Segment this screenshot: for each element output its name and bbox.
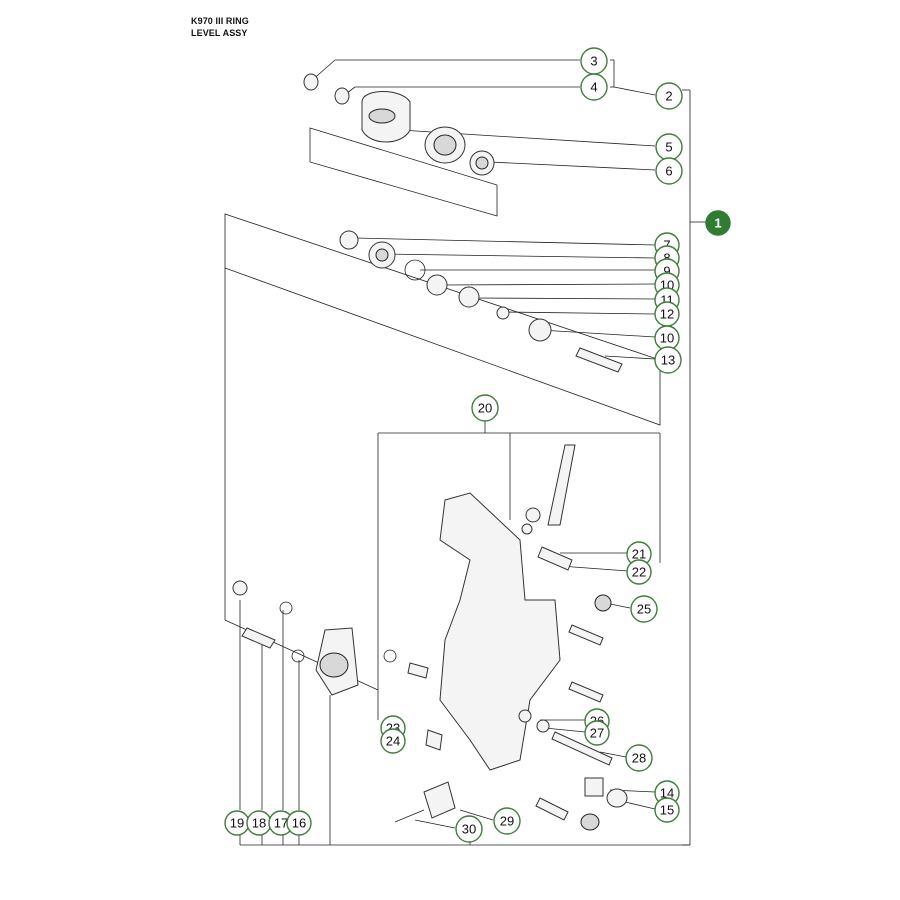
bracket-20 [377, 420, 661, 720]
callout-24[interactable]: 24 [380, 728, 406, 754]
callout-18[interactable]: 18 [246, 810, 272, 836]
svg-text:25: 25 [637, 602, 651, 617]
svg-text:30: 30 [462, 822, 476, 837]
callout-16[interactable]: 16 [286, 810, 312, 836]
spacer-part [426, 274, 448, 296]
clamp-part [423, 781, 456, 819]
callout-4[interactable]: 4 [580, 73, 608, 101]
callout-22[interactable]: 22 [626, 559, 652, 585]
pulley-hub [368, 108, 396, 124]
screw-part-4 [535, 797, 569, 821]
svg-text:27: 27 [590, 726, 604, 741]
shaft-part [575, 347, 623, 373]
svg-text:5: 5 [665, 140, 672, 155]
svg-text:8: 8 [663, 251, 670, 266]
screw-head-part [580, 813, 600, 831]
svg-text:19: 19 [230, 816, 244, 831]
fitting-part [407, 662, 429, 679]
lever-bracket-bore [319, 652, 349, 678]
svg-text:15: 15 [660, 803, 674, 818]
knob-part [606, 788, 628, 808]
svg-text:16: 16 [292, 816, 306, 831]
ring-inner [475, 156, 489, 170]
nut-part [303, 73, 319, 91]
bushing-part [339, 230, 359, 250]
svg-text:18: 18 [252, 816, 266, 831]
sub-assembly-box-upper [309, 127, 498, 217]
spacer-part-2 [528, 318, 552, 342]
svg-text:7: 7 [663, 238, 670, 253]
pin-part [394, 809, 425, 823]
sub-assembly-box-middle [224, 213, 661, 426]
callout-6[interactable]: 6 [655, 157, 683, 185]
screw-part-2 [568, 624, 604, 646]
assembly-bracket [240, 89, 706, 846]
svg-text:3: 3 [590, 54, 597, 69]
screw-part-3 [568, 681, 604, 703]
callout-30[interactable]: 30 [455, 815, 483, 843]
svg-text:22: 22 [632, 565, 646, 580]
svg-text:1: 1 [714, 216, 721, 231]
svg-text:6: 6 [665, 164, 672, 179]
nut-part-2 [525, 507, 541, 523]
bearing-inner-2 [375, 248, 389, 262]
washer-part-3 [521, 523, 533, 535]
callout-27[interactable]: 27 [584, 720, 610, 746]
callout-19[interactable]: 19 [224, 810, 250, 836]
svg-text:4: 4 [590, 80, 597, 95]
svg-text:13: 13 [661, 353, 675, 368]
o-ring-part [279, 601, 293, 615]
leader-lines [239, 129, 656, 845]
washer-part-4 [536, 719, 550, 733]
callout-12[interactable]: 12 [654, 301, 680, 327]
callout-20[interactable]: 20 [471, 394, 499, 422]
callout-2[interactable]: 2 [655, 82, 683, 110]
svg-text:29: 29 [500, 814, 514, 829]
socket-screw-part [594, 594, 612, 612]
svg-text:9: 9 [663, 264, 670, 279]
svg-text:28: 28 [632, 751, 646, 766]
svg-text:10: 10 [660, 331, 674, 346]
callout-1-main[interactable]: 1 [705, 210, 731, 236]
svg-text:14: 14 [660, 786, 674, 801]
callout-13[interactable]: 13 [654, 346, 682, 374]
washer-part [334, 87, 350, 105]
title-line-assembly: LEVEL ASSY [191, 28, 248, 38]
seal-part [458, 286, 480, 308]
svg-text:12: 12 [660, 307, 674, 322]
callout-3[interactable]: 3 [580, 47, 608, 75]
bolt-head-part [232, 580, 248, 596]
callout-bubbles: 3 4 2 5 6 1 7 8 9 10 11 12 10 13 20 21 2… [224, 47, 731, 843]
callout-5[interactable]: 5 [655, 133, 683, 161]
arm-housing-part [439, 492, 561, 771]
title-line-model: K970 III RING [191, 16, 249, 26]
callout-21[interactable]: 21 [626, 541, 652, 567]
callout-29[interactable]: 29 [493, 807, 521, 835]
nut-part-3 [518, 709, 532, 723]
block-part [584, 777, 604, 797]
svg-text:20: 20 [478, 401, 492, 416]
callout-25[interactable]: 25 [630, 595, 658, 623]
threaded-rod-part [551, 731, 613, 766]
screw-part-5 [241, 627, 276, 649]
long-bolt-part [547, 444, 576, 526]
circlip-part [404, 259, 426, 281]
svg-text:2: 2 [665, 89, 672, 104]
callout-28[interactable]: 28 [625, 744, 653, 772]
bolt-part [425, 729, 443, 751]
o-ring-part-2 [291, 649, 305, 663]
bearing-inner [433, 134, 457, 156]
screw-part [537, 546, 573, 571]
callout-15[interactable]: 15 [654, 797, 680, 823]
diagram-title: K970 III RING LEVEL ASSY [191, 15, 249, 39]
svg-text:21: 21 [632, 547, 646, 562]
svg-text:17: 17 [274, 816, 288, 831]
washer-part-2 [496, 306, 510, 320]
svg-text:24: 24 [386, 734, 400, 749]
part-drawings [232, 73, 628, 831]
o-ring-part-3 [383, 649, 397, 663]
